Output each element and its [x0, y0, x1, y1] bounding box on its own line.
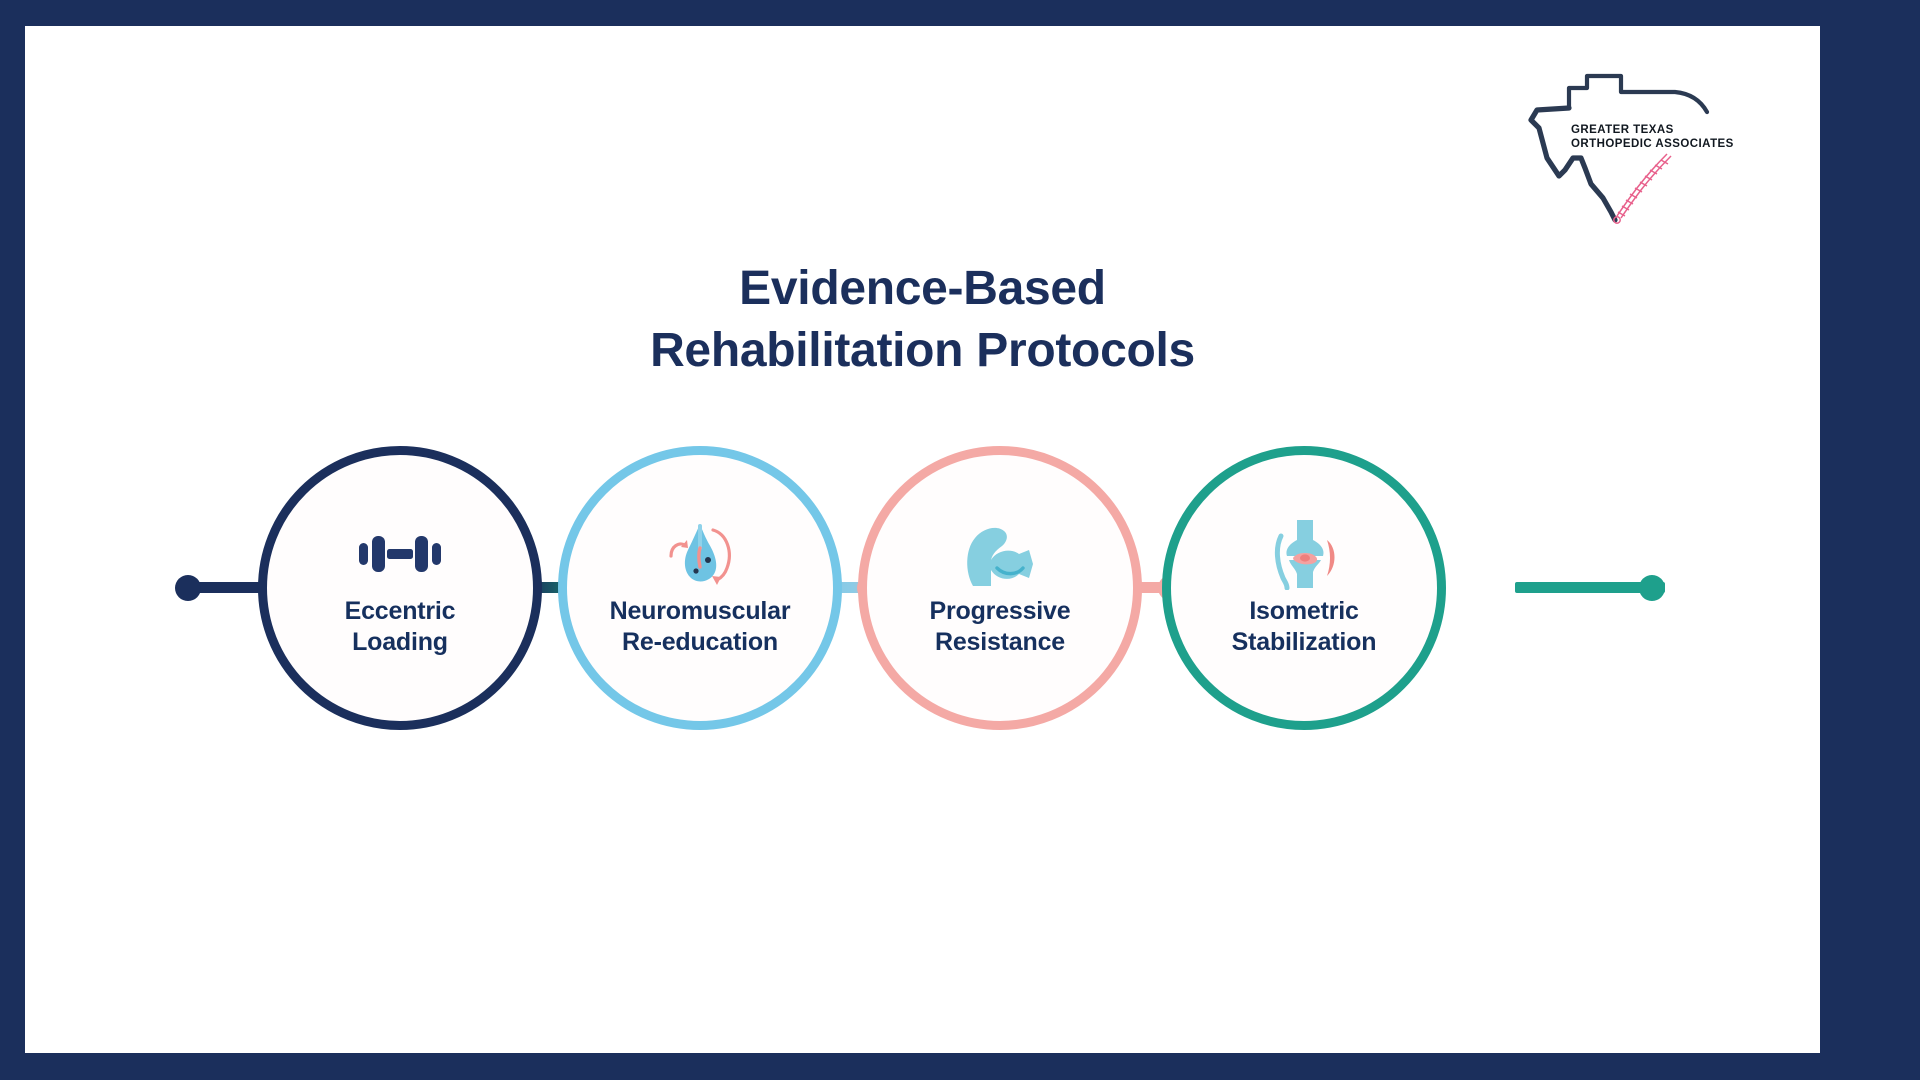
neuron-droplet-icon [657, 518, 743, 590]
dumbbell-icon [357, 518, 443, 590]
title-line-1: Evidence-Based [739, 262, 1106, 315]
texas-outline-icon [1528, 73, 1710, 224]
rehabilitation-protocol-chain: Eccentric Loading Neuromuscular Re-educa… [25, 446, 1820, 766]
logo-line-1: GREATER TEXAS [1571, 124, 1674, 136]
end-cap-right-dot [1639, 575, 1665, 601]
company-logo: GREATER TEXAS ORTHOPEDIC ASSOCIATES [1525, 66, 1775, 226]
logo-wordmark: GREATER TEXAS ORTHOPEDIC ASSOCIATES [1571, 123, 1734, 151]
connector-right-stem [1515, 582, 1665, 593]
flexed-bicep-icon [957, 518, 1043, 590]
node-eccentric-loading[interactable]: Eccentric Loading [258, 446, 542, 730]
node-label: Progressive Resistance [929, 597, 1071, 656]
knee-joint-icon [1261, 518, 1347, 590]
node-label: Neuromuscular Re-education [609, 597, 791, 656]
node-label: Eccentric Loading [344, 597, 456, 656]
node-isometric-stabilization[interactable]: Isometric Stabilization [1162, 446, 1446, 730]
end-cap-left-dot [175, 575, 201, 601]
node-progressive-resistance[interactable]: Progressive Resistance [858, 446, 1142, 730]
spine-graphic-icon [1613, 153, 1672, 224]
node-label: Isometric Stabilization [1231, 597, 1377, 656]
node-neuromuscular-re-education[interactable]: Neuromuscular Re-education [558, 446, 842, 730]
slide-canvas: GREATER TEXAS ORTHOPEDIC ASSOCIATES Evid… [25, 26, 1820, 1053]
title-line-2: Rehabilitation Protocols [650, 324, 1195, 377]
logo-line-2: ORTHOPEDIC ASSOCIATES [1571, 138, 1734, 150]
page-title: Evidence-Based Rehabilitation Protocols [25, 258, 1820, 382]
